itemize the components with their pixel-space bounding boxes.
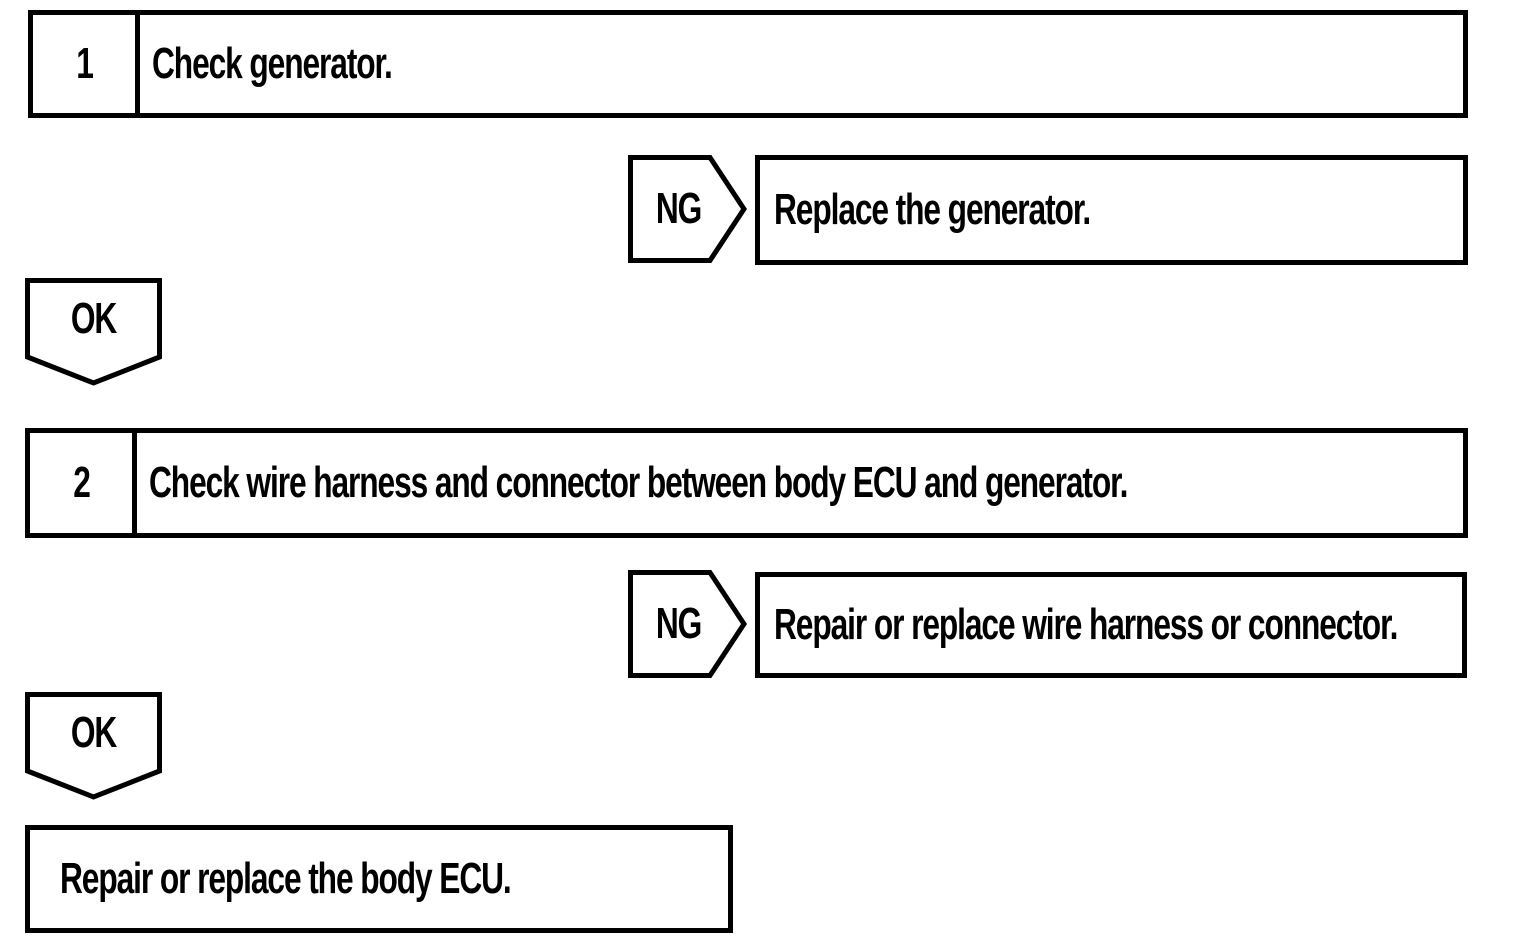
ok-down-arrow-icon bbox=[25, 278, 162, 386]
final-action-text: Repair or replace the body ECU. bbox=[60, 854, 512, 903]
step-1-number-cell: 1 bbox=[33, 15, 140, 113]
ng-right-arrow-icon bbox=[628, 570, 747, 678]
step-2-ok-down-arrow-pentagon: OK bbox=[25, 692, 162, 800]
step-2-ng-label: NG bbox=[655, 599, 701, 648]
step-2-instruction-cell: Check wire harness and connector between… bbox=[137, 433, 1463, 533]
step-2-number-cell: 2 bbox=[30, 433, 137, 533]
step-2-ok-label: OK bbox=[70, 708, 117, 757]
ng-right-arrow-icon bbox=[628, 155, 747, 263]
step-2-box: 2 Check wire harness and connector betwe… bbox=[25, 428, 1468, 538]
step-1-instruction: Check generator. bbox=[152, 39, 393, 88]
step-2-ok-label-wrap: OK bbox=[25, 692, 162, 774]
step-1-number: 1 bbox=[75, 39, 94, 88]
step-2-ng-label-wrap: NG bbox=[628, 570, 728, 678]
step-2-ng-result-text: Repair or replace wire harness or connec… bbox=[774, 600, 1398, 649]
step-2-ng-right-arrow-pentagon: NG bbox=[628, 570, 747, 678]
final-action-box: Repair or replace the body ECU. bbox=[25, 825, 733, 933]
step-1-ng-right-arrow-pentagon: NG bbox=[628, 155, 747, 263]
step-1-ng-result-box: Replace the generator. bbox=[755, 155, 1468, 265]
step-1-ok-label: OK bbox=[70, 294, 117, 343]
step-1-ng-label-wrap: NG bbox=[628, 155, 728, 263]
step-1-ok-down-arrow-pentagon: OK bbox=[25, 278, 162, 386]
step-2-ng-result-box: Repair or replace wire harness or connec… bbox=[755, 572, 1467, 678]
ok-down-arrow-icon bbox=[25, 692, 162, 800]
step-2-number: 2 bbox=[72, 458, 91, 507]
step-1-ng-label: NG bbox=[655, 184, 701, 233]
step-1-ok-label-wrap: OK bbox=[25, 278, 162, 360]
step-1-ng-result-text: Replace the generator. bbox=[774, 185, 1091, 234]
step-1-instruction-cell: Check generator. bbox=[140, 15, 1463, 113]
step-2-instruction: Check wire harness and connector between… bbox=[149, 458, 1128, 507]
step-1-box: 1 Check generator. bbox=[28, 10, 1468, 118]
